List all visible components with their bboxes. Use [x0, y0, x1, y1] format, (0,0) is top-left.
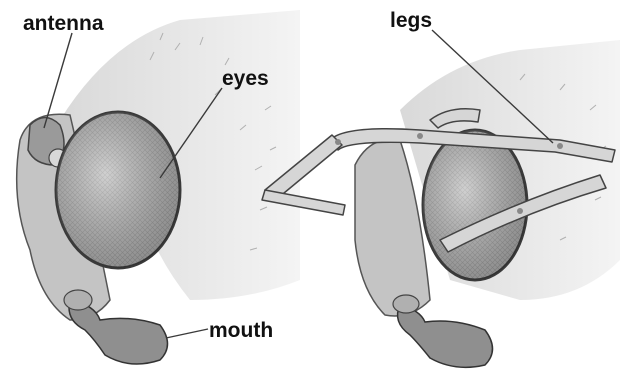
right-fly-head: [262, 40, 620, 367]
label-legs: legs: [390, 10, 432, 31]
left-fly-head: [17, 10, 300, 364]
mouth-leader: [166, 329, 208, 338]
label-antenna: antenna: [23, 13, 104, 34]
label-eyes: eyes: [222, 68, 269, 89]
label-mouth: mouth: [209, 320, 273, 341]
right-proboscis: [398, 305, 493, 367]
